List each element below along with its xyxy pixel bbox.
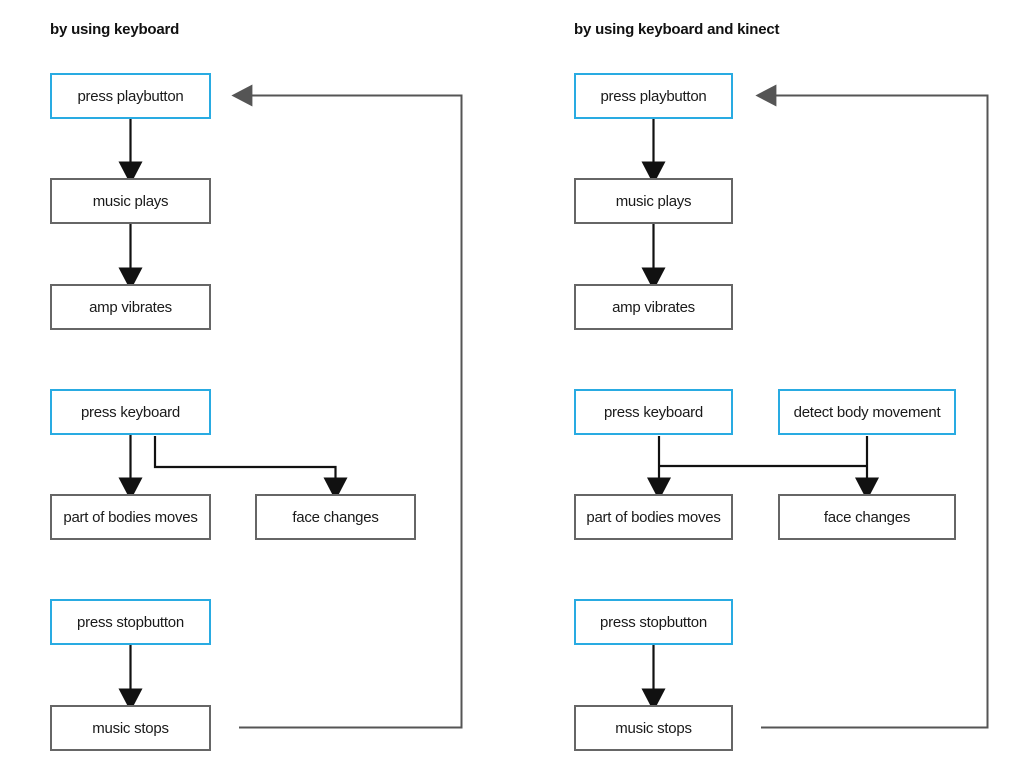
node-press-playbutton-right[interactable]: press playbutton bbox=[574, 73, 733, 119]
node-music-stops-left[interactable]: music stops bbox=[50, 705, 211, 751]
node-press-keyboard-left[interactable]: press keyboard bbox=[50, 389, 211, 435]
edge-l-loop-back bbox=[231, 84, 463, 729]
node-amp-vibrates-right[interactable]: amp vibrates bbox=[574, 284, 733, 330]
node-face-changes-right[interactable]: face changes bbox=[778, 494, 956, 540]
node-press-stopbutton-right[interactable]: press stopbutton bbox=[574, 599, 733, 645]
node-detect-body-movement-right[interactable]: detect body movement bbox=[778, 389, 956, 435]
node-music-plays-left[interactable]: music plays bbox=[50, 178, 211, 224]
node-part-of-bodies-moves-left[interactable]: part of bodies moves bbox=[50, 494, 211, 540]
node-music-stops-right[interactable]: music stops bbox=[574, 705, 733, 751]
edge-l-keyboard-to-face bbox=[153, 436, 348, 501]
node-press-keyboard-right[interactable]: press keyboard bbox=[574, 389, 733, 435]
column-title-right: by using keyboard and kinect bbox=[574, 21, 780, 38]
node-press-playbutton-left[interactable]: press playbutton bbox=[50, 73, 211, 119]
node-amp-vibrates-left[interactable]: amp vibrates bbox=[50, 284, 211, 330]
node-press-stopbutton-left[interactable]: press stopbutton bbox=[50, 599, 211, 645]
column-title-left: by using keyboard bbox=[50, 21, 180, 38]
node-part-of-bodies-moves-right[interactable]: part of bodies moves bbox=[574, 494, 733, 540]
node-face-changes-left[interactable]: face changes bbox=[255, 494, 416, 540]
node-music-plays-right[interactable]: music plays bbox=[574, 178, 733, 224]
